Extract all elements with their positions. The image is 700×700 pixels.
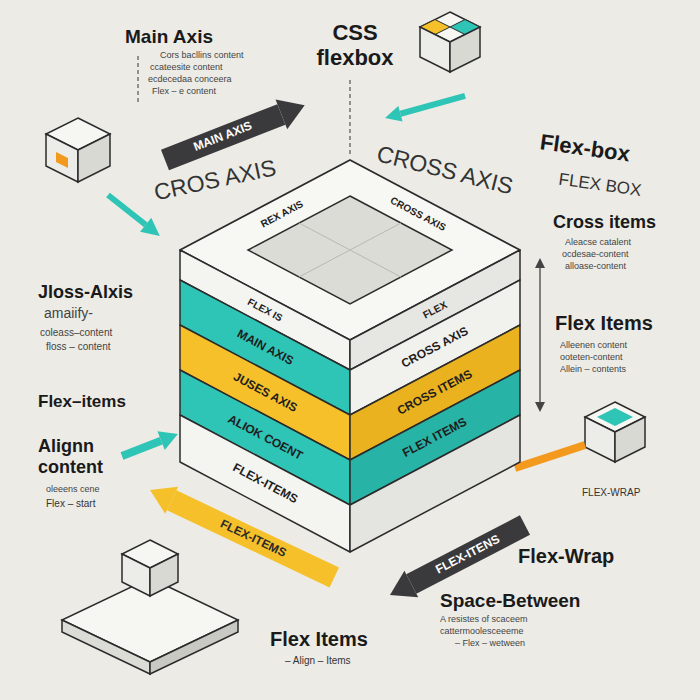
annotation-label: Main Axis xyxy=(125,26,213,48)
annotation-label: Space-Between xyxy=(440,590,580,612)
annotation-label: – Flex – wetween xyxy=(455,638,525,648)
annotation-label: alloase-content xyxy=(565,261,626,271)
annotation-label: Jloss-Alxis xyxy=(38,282,133,303)
cube-side xyxy=(46,134,78,182)
annotation-label: Flex Items xyxy=(270,628,368,651)
annotation-label: Aleacse catalent xyxy=(565,237,631,247)
annotation-label: coleass–content xyxy=(40,327,112,339)
cube-sticker xyxy=(56,152,68,168)
annotation-label: Cross items xyxy=(553,212,656,233)
teal-arrow xyxy=(118,425,181,466)
arrow-body xyxy=(121,437,163,460)
arrow-body xyxy=(106,193,147,227)
layer-right-face xyxy=(350,415,520,552)
arrow-head xyxy=(383,106,403,126)
annotation-label: FLEX-WRAP xyxy=(582,487,640,499)
annotation-label: Flex-Wrap xyxy=(518,545,614,568)
diagram-title: CSS flexbox xyxy=(295,20,415,71)
annotation-label: – Align – Items xyxy=(285,655,351,667)
dimension-line xyxy=(539,266,540,404)
annotation-label: Cors bacllins content xyxy=(160,50,244,60)
guide-line xyxy=(349,80,350,154)
dimension-head xyxy=(535,258,545,268)
arrow-head xyxy=(276,90,311,129)
annotation-label: oleeens cene xyxy=(46,484,100,494)
annotation-label: amaiify- xyxy=(44,305,93,321)
arrow-body xyxy=(400,93,466,117)
hole-grid xyxy=(299,223,401,277)
annotation-label: Flex–items xyxy=(38,392,126,412)
annotation-label: ocdesae-content xyxy=(562,249,629,259)
annotation-label: A resistes of scaceem xyxy=(440,614,528,624)
cube-side xyxy=(78,134,110,182)
cube-side xyxy=(420,27,450,72)
guide-line xyxy=(137,56,138,104)
cube-side xyxy=(150,554,178,596)
annotation-label: ooteten-content xyxy=(560,352,623,362)
dimension-head xyxy=(535,402,545,412)
cube-side xyxy=(615,417,645,462)
annotation-label: ccateesite content xyxy=(150,62,223,72)
arrow-head xyxy=(140,218,165,243)
teal-arrow xyxy=(383,88,467,125)
platform-side xyxy=(150,620,238,674)
annotation-label: floss – content xyxy=(46,341,110,353)
annotation-label: ecdecedaa conceera xyxy=(148,74,232,84)
arrow-head xyxy=(157,425,181,450)
annotation-label: Flex Items xyxy=(555,312,653,335)
cube-side xyxy=(450,27,480,72)
annotation-label: Flex – e content xyxy=(152,86,216,96)
orange-bar xyxy=(515,445,585,468)
cube-side xyxy=(122,554,150,596)
platform-side xyxy=(62,620,150,674)
arrow-body xyxy=(406,515,530,593)
cube-side xyxy=(585,417,615,462)
annotation-label: Allein – contents xyxy=(560,364,626,374)
cube-tile xyxy=(597,408,633,426)
annotation-label: cattermoolesceeeme xyxy=(440,626,524,636)
hole-grid xyxy=(299,223,401,277)
layer-left-face xyxy=(180,415,350,552)
annotation-label: Alignn content xyxy=(38,436,118,477)
annotation-label: Flex – start xyxy=(46,498,95,510)
annotation-label: Alleenen content xyxy=(560,340,627,350)
